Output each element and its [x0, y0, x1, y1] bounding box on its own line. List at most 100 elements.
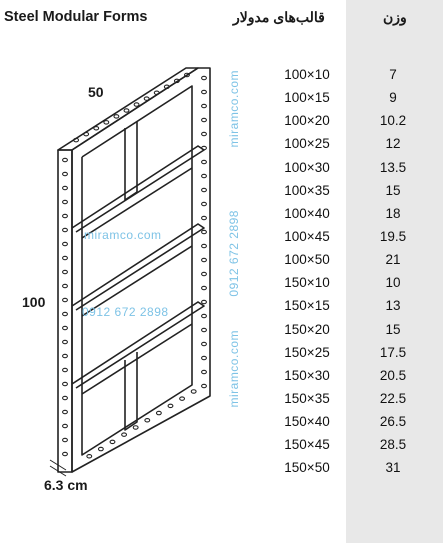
front-bolt-hole — [62, 437, 68, 443]
top-bolt-hole — [143, 96, 150, 101]
side-bolt-hole — [201, 131, 207, 137]
size-cell: 150×35 — [284, 391, 330, 407]
table-row: 100×45 19.5 — [268, 225, 443, 248]
side-bolt-hole — [201, 159, 207, 165]
side-bolt-hole — [201, 299, 207, 305]
front-bolt-hole — [62, 451, 68, 457]
size-cell: 150×30 — [284, 367, 330, 383]
front-bolt-hole — [62, 381, 68, 387]
side-bolt-hole — [201, 355, 207, 361]
weight-cell: 17.5 — [379, 344, 407, 360]
side-bolt-hole — [201, 341, 207, 347]
size-cell: 150×25 — [284, 344, 330, 360]
front-bolt-hole — [62, 409, 68, 415]
front-bolt-hole — [62, 241, 68, 247]
top-bolt-hole — [123, 108, 130, 113]
top-bolt-hole — [83, 131, 90, 137]
table-row: 100×10 7 — [268, 63, 443, 86]
form-front-edge — [57, 149, 73, 473]
side-bolt-hole — [201, 313, 207, 319]
front-bolt-hole — [62, 297, 68, 303]
front-bolt-hole — [62, 395, 68, 401]
weight-cell: 15 — [385, 321, 401, 337]
side-bolt-hole — [201, 243, 207, 249]
weight-cell: 28.5 — [379, 437, 407, 453]
front-bolt-hole — [62, 185, 68, 191]
table-row: 150×25 17.5 — [268, 341, 443, 364]
side-bolt-hole — [201, 117, 207, 123]
weight-cell: 12 — [385, 136, 401, 152]
bottom-bolt-hole — [121, 432, 128, 437]
watermark-phone-vertical: 0912 672 2898 — [227, 210, 241, 297]
side-bolt-hole — [201, 271, 207, 277]
side-bolt-hole — [201, 145, 207, 151]
page-title: Steel Modular Forms — [4, 9, 148, 25]
front-bolt-hole — [62, 157, 68, 163]
top-bolt-hole — [184, 72, 190, 78]
bottom-bolt-hole — [144, 417, 151, 423]
modular-form-illustration — [49, 67, 211, 477]
bottom-bolt-hole — [190, 389, 197, 394]
size-cell: 150×15 — [284, 298, 330, 314]
side-bolt-hole — [201, 257, 207, 263]
table-row: 150×40 26.5 — [268, 410, 443, 433]
watermark-site-horizontal: miramco.com — [84, 228, 162, 242]
bottom-bolt-hole — [86, 453, 93, 459]
bottom-bolt-hole — [179, 396, 186, 401]
weight-cell: 13 — [385, 298, 401, 314]
front-bolt-hole — [62, 255, 68, 261]
front-bolt-hole — [62, 283, 68, 289]
side-bolt-hole — [201, 201, 207, 207]
watermark-site-vertical-1: miramco.com — [227, 70, 241, 148]
table-row: 150×20 15 — [268, 318, 443, 341]
front-bolt-hole — [62, 325, 68, 331]
top-bolt-hole — [113, 114, 120, 119]
weight-column-background — [346, 0, 443, 543]
front-bolt-hole — [62, 423, 68, 429]
top-bolt-hole — [133, 102, 140, 107]
size-cell: 100×15 — [284, 90, 330, 106]
top-bolt-hole — [73, 137, 80, 143]
side-bolt-hole — [201, 187, 207, 193]
table-row: 100×30 13.5 — [268, 156, 443, 179]
size-cell: 150×50 — [284, 460, 330, 476]
front-bolt-hole — [62, 213, 68, 219]
size-cell: 100×10 — [284, 67, 330, 83]
weight-cell: 18 — [385, 205, 401, 221]
top-bolt-hole — [103, 120, 110, 125]
size-cell: 100×40 — [284, 205, 330, 221]
bottom-bolt-hole — [109, 439, 116, 445]
front-bolt-hole — [62, 367, 68, 373]
dimension-height-label: 100 — [22, 294, 46, 310]
side-bolt-hole — [201, 285, 207, 291]
front-bolt-hole — [62, 353, 68, 359]
bottom-bolt-hole — [97, 446, 104, 452]
weight-cell: 19.5 — [379, 229, 407, 245]
top-bolt-hole — [153, 90, 160, 95]
size-cell: 100×45 — [284, 229, 330, 245]
table-row: 150×15 13 — [268, 294, 443, 317]
size-cell: 100×30 — [284, 159, 330, 175]
front-bolt-hole — [62, 339, 68, 345]
side-bolt-hole — [201, 229, 207, 235]
bottom-bolt-hole — [132, 425, 139, 430]
weight-cell: 7 — [389, 67, 397, 83]
top-bolt-hole — [173, 78, 180, 84]
size-cell: 150×40 — [284, 414, 330, 430]
side-bolt-hole — [201, 327, 207, 333]
top-bolt-hole — [163, 84, 170, 90]
front-bolt-hole — [62, 227, 68, 233]
size-cell: 150×20 — [284, 321, 330, 337]
weight-cell: 13.5 — [379, 159, 407, 175]
table-row: 100×40 18 — [268, 202, 443, 225]
dimension-top-label: 50 — [88, 84, 104, 100]
side-bolt-hole — [201, 383, 207, 389]
size-cell: 150×45 — [284, 437, 330, 453]
weight-cell: 26.5 — [379, 414, 407, 430]
weight-cell: 10.2 — [379, 113, 407, 129]
weight-cell: 31 — [385, 460, 401, 476]
size-cell: 100×50 — [284, 252, 330, 268]
